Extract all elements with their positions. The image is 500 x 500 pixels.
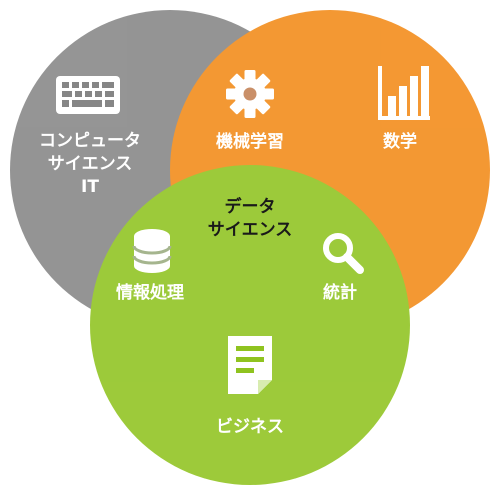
keyboard-icon	[56, 76, 120, 114]
information-processing-label: 情報処理	[116, 283, 184, 303]
business-label: ビジネス	[216, 417, 284, 437]
database-icon	[132, 229, 172, 273]
statistics-label: 統計	[323, 283, 357, 303]
bar-chart-icon	[378, 66, 430, 120]
data-science-label: データ サイエンス	[207, 197, 293, 240]
machine-learning-label: 機械学習	[216, 132, 284, 152]
mathematics-label: 数学	[383, 132, 417, 152]
magnifier-icon	[323, 233, 364, 274]
document-icon	[228, 336, 272, 394]
gear-icon	[226, 70, 274, 118]
computer-science-label: コンピュータ サイエンス IT	[39, 131, 141, 197]
